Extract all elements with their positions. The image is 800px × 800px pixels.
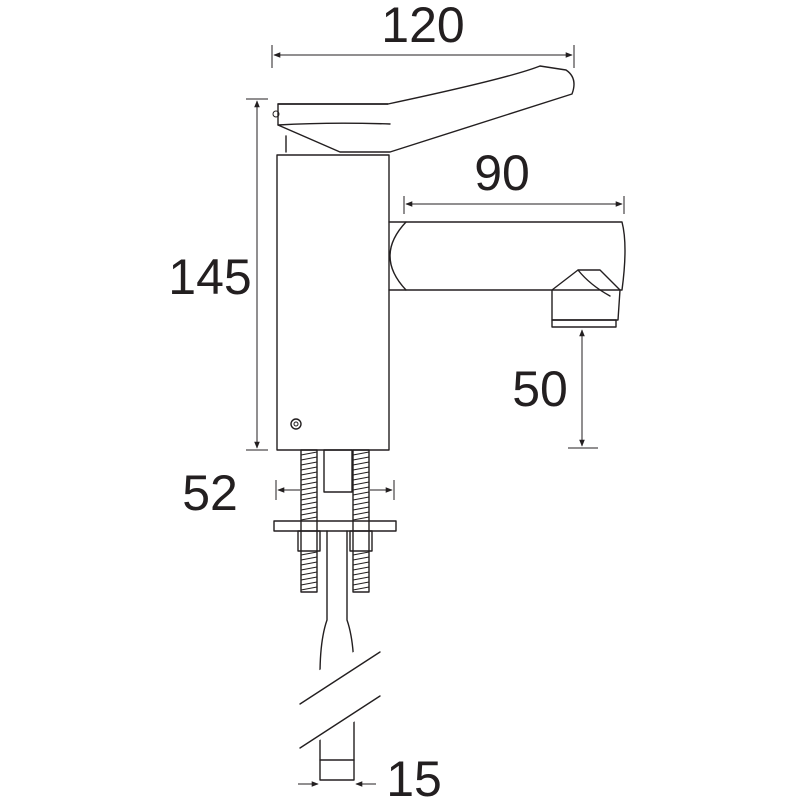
dim-spout-clearance: 50: [512, 361, 568, 417]
flexible-tail: [319, 530, 355, 781]
lever-handle: [272, 65, 575, 153]
spout: [388, 221, 626, 328]
grub-screw: [290, 418, 302, 430]
aerator: [551, 319, 617, 328]
dim-base-diameter: 52: [182, 465, 238, 521]
backnut-plate: [273, 520, 397, 532]
break-lines: [290, 632, 390, 756]
center-post: [323, 449, 353, 493]
mounting-assembly: [273, 449, 397, 781]
dim-total-height: 145: [168, 249, 251, 305]
nut-right: [349, 530, 373, 552]
tap-body: [276, 154, 390, 451]
dim-total-width: 120: [381, 0, 464, 53]
dim-spout-reach: 90: [474, 145, 530, 201]
dim-tail-diameter: 15: [386, 751, 442, 800]
dimension-lines: [246, 45, 625, 787]
nut-left: [297, 530, 321, 552]
